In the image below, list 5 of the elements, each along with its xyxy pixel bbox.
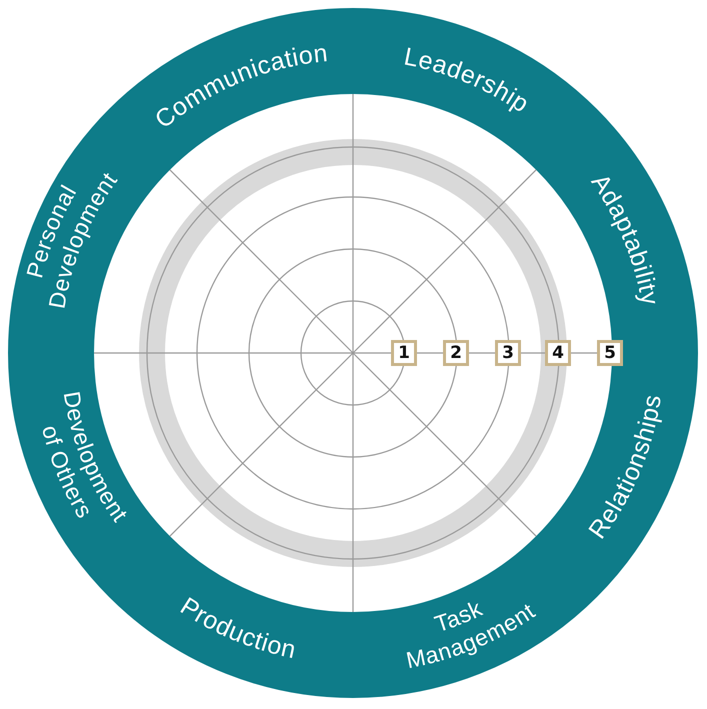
- score-number: 3: [495, 340, 521, 366]
- score-number: 1: [391, 340, 417, 366]
- score-number: 4: [545, 340, 571, 366]
- score-number: 5: [597, 340, 623, 366]
- score-number: 2: [443, 340, 469, 366]
